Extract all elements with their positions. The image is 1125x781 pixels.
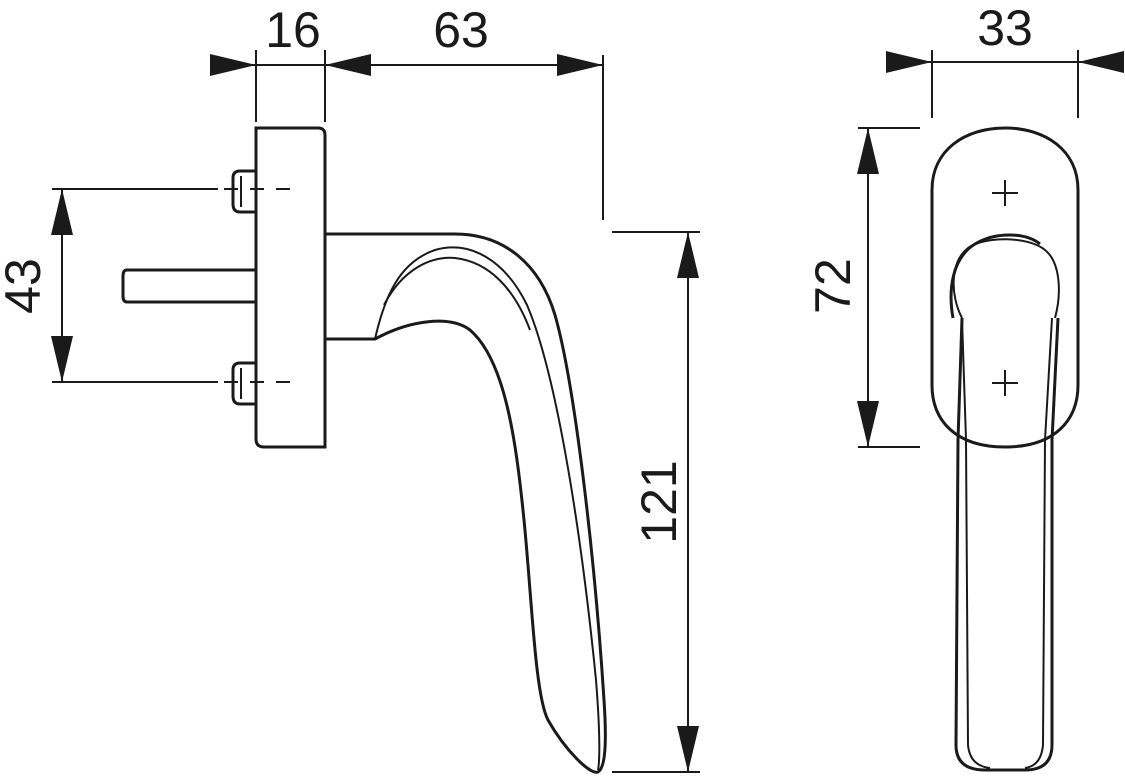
dim-label-16: 16 [265,2,321,58]
handle-lever-side [325,232,607,774]
dim-label-63: 63 [433,2,489,58]
dim-label-43: 43 [0,258,51,314]
handle-lever-contour [374,246,601,771]
handle-neck [949,233,1041,319]
screw-mark-top [992,180,1018,206]
rose-plate-side [254,126,327,449]
dim-label-33: 33 [977,0,1033,56]
rose-plate-front [930,126,1080,449]
screw-head-bottom [231,361,256,406]
front-view [930,126,1080,772]
screw-mark-bottom [992,370,1018,396]
dim-label-72: 72 [805,258,861,314]
handle-lever-front [954,317,1060,772]
handle-collar [952,238,1060,319]
dim-label-121: 121 [631,460,687,543]
spindle [121,268,256,304]
dimension-lines [51,50,1124,773]
side-view [121,126,607,774]
screw-head-top [231,169,256,214]
